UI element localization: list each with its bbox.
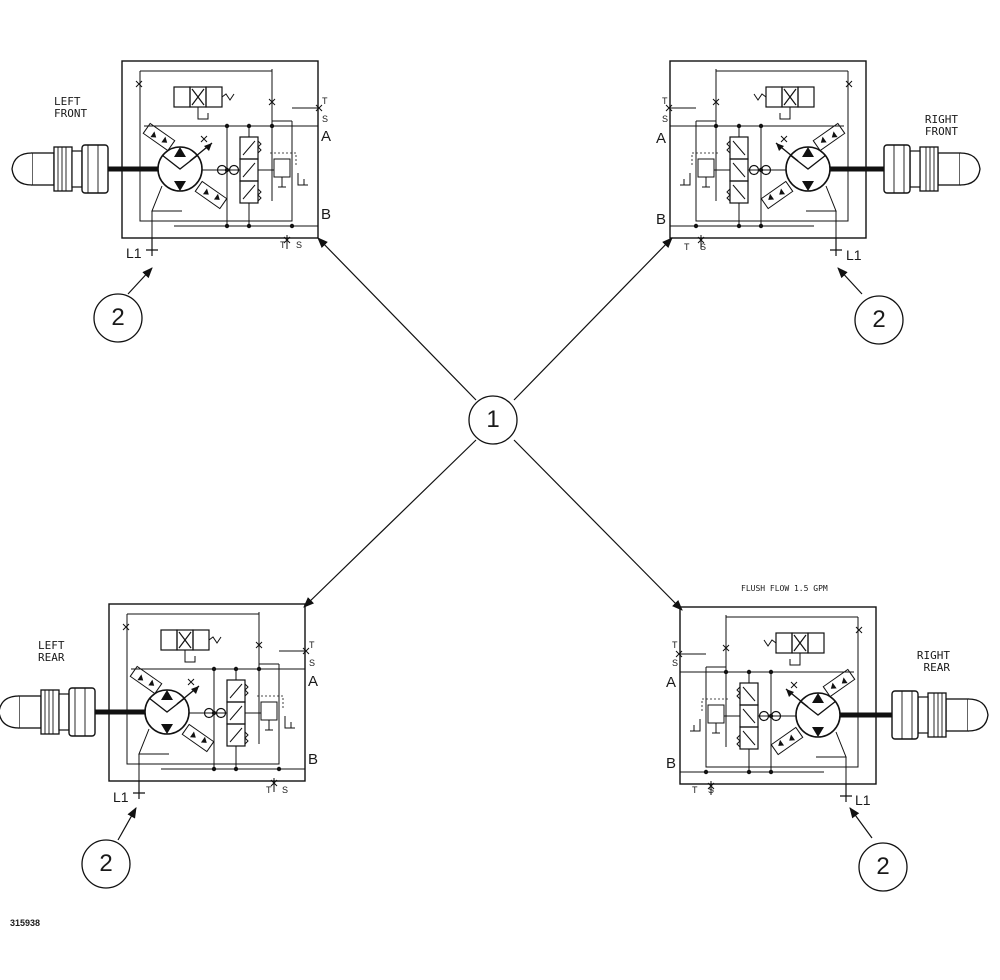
callout-2-circle-rf: [854, 295, 904, 345]
port-s-lf: S: [322, 114, 329, 124]
port-t-rf-bottom: T: [684, 242, 690, 252]
port-l1-rr: L1: [855, 792, 871, 808]
unit-left-rear: [0, 604, 309, 799]
label-lf-line1: LEFT: [54, 95, 81, 108]
port-t-lf: T: [322, 96, 328, 106]
port-l1-lr: L1: [113, 789, 129, 805]
port-s-lf-bottom: S: [296, 240, 303, 250]
callout-2-number-lf: 2: [111, 304, 125, 331]
label-lf-line2: FRONT: [54, 107, 88, 120]
port-a-rf: A: [656, 130, 667, 147]
callout-2-circle-lf: [93, 293, 143, 343]
callout-2-number-lr: 2: [99, 850, 113, 877]
unit-right-rear: [676, 607, 989, 802]
label-lr-line1: LEFT: [38, 639, 65, 652]
label-rf-line2: FRONT: [924, 125, 958, 138]
leader-lines: [117, 237, 873, 841]
port-a-lr: A: [308, 673, 319, 690]
callout-2-number-rf: 2: [872, 306, 886, 333]
port-s-lr: S: [309, 658, 316, 668]
port-a-rr: A: [666, 674, 677, 691]
label-rf-line1: RIGHT: [924, 113, 958, 126]
label-rr-line2: REAR: [923, 661, 951, 674]
port-b-lf: B: [321, 206, 332, 223]
port-t-rr-bottom: T: [692, 785, 698, 795]
label-rr-line1: RIGHT: [916, 649, 950, 662]
port-l1-rf: L1: [846, 247, 862, 263]
port-b-rf: B: [656, 211, 667, 228]
port-t-lr: T: [309, 640, 315, 650]
callout-2-number-rr: 2: [876, 853, 890, 880]
unit-right-front: [666, 61, 981, 256]
callout-1-number: 1: [486, 406, 500, 433]
port-l1-lf: L1: [126, 245, 142, 261]
port-s-rf: S: [662, 114, 669, 124]
callout-2-circle-rr: [858, 842, 908, 892]
port-s-rf-bottom: S: [700, 242, 707, 252]
port-t-rr: T: [672, 640, 678, 650]
callout-1-circle: [468, 395, 518, 445]
unit-left-front: [11, 61, 322, 256]
callout-2-circle-lr: [81, 839, 131, 889]
port-s-rr: S: [672, 658, 679, 668]
label-lr-line2: REAR: [38, 651, 65, 664]
port-a-lf: A: [321, 128, 332, 145]
port-t-lf-bottom: T: [280, 240, 286, 250]
port-b-rr: B: [666, 755, 677, 772]
port-s-lr-bottom: S: [282, 785, 289, 795]
flush-flow-note: FLUSH FLOW 1.5 GPM: [741, 584, 828, 593]
port-b-lr: B: [308, 751, 319, 768]
port-t-lr-bottom: T: [266, 785, 272, 795]
port-t-rf: T: [662, 96, 668, 106]
figure-number: 315938: [10, 918, 41, 928]
port-s-rr-bottom: S: [708, 785, 715, 795]
